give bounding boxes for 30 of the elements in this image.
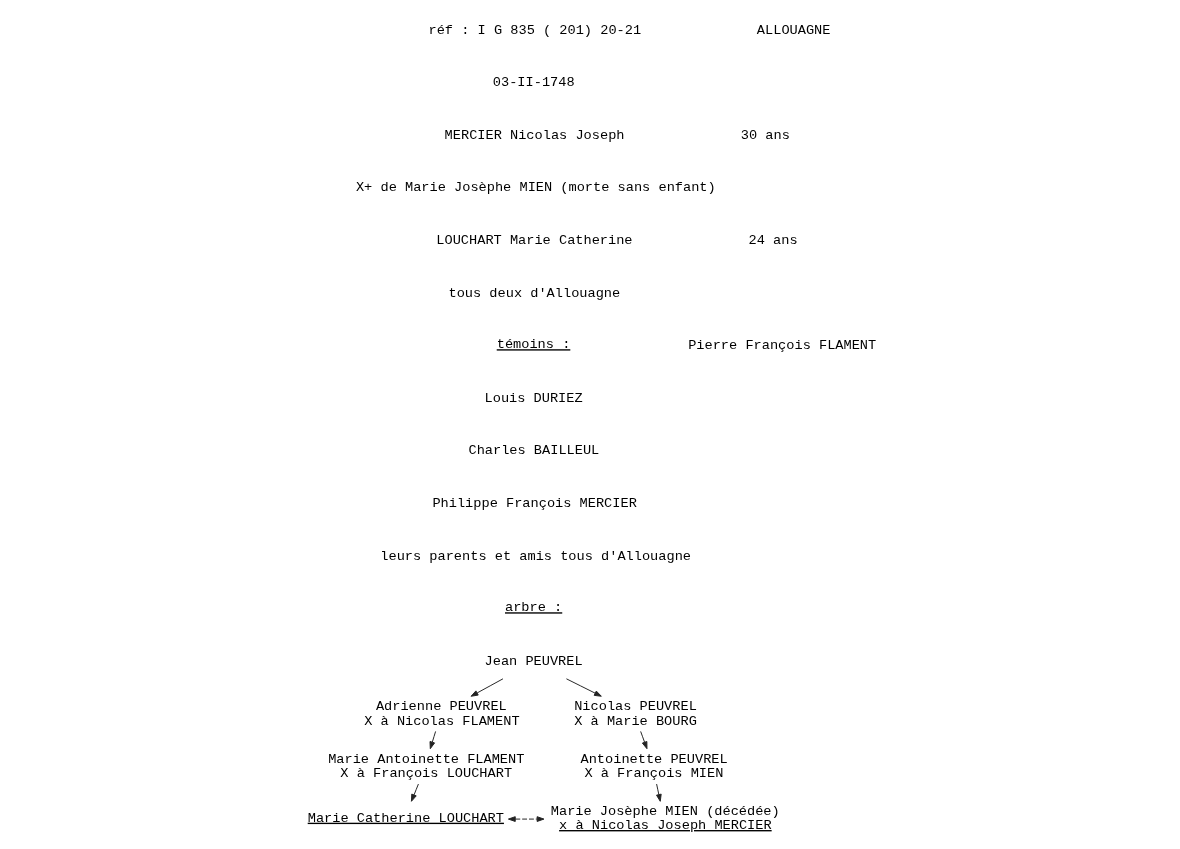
- label: Louis DURIEZ: [484, 390, 583, 406]
- label: leurs parents et amis tous d'Allouagne: [379, 548, 691, 564]
- label: témoins :: [496, 337, 570, 353]
- node-text: Adrienne PEUVREL X à Nicolas FLAMENT: [363, 699, 520, 729]
- arrow: [410, 783, 419, 802]
- arrow: [507, 816, 544, 822]
- label: Charles BAILLEUL: [467, 443, 599, 459]
- arrow: [565, 678, 602, 697]
- label: 03-II-1748: [492, 75, 575, 91]
- label: ALLOUAGNE: [756, 22, 830, 38]
- label: arbre :: [504, 600, 562, 616]
- label: 24 ans: [748, 232, 798, 248]
- arrow: [639, 730, 647, 750]
- node-text: Nicolas PEUVREL X à Marie BOURG: [573, 699, 697, 729]
- node-text: Marie Josèphe MIEN (décédée) x à Nicolas Joseph MERCIER: [550, 804, 780, 834]
- node-text: Marie Catherine LOUCHART: [307, 810, 504, 826]
- label: MERCIER Nicolas Joseph: [444, 127, 624, 143]
- arrow: [429, 730, 436, 750]
- arrow: [655, 783, 662, 802]
- label: X+ de Marie Josèphe MIEN (morte sans enfant): [355, 180, 716, 196]
- label: 30 ans: [740, 127, 790, 143]
- node-text: Antoinette PEUVREL X à François MIEN: [580, 751, 728, 782]
- label: Philippe François MERCIER: [431, 496, 637, 512]
- node-text: Marie Antoinette FLAMENT X à François LOUCHART: [327, 751, 524, 782]
- label: LOUCHART Marie Catherine: [435, 232, 633, 248]
- arrow: [470, 678, 503, 697]
- label: tous deux d'Allouagne: [448, 285, 620, 301]
- label: réf : I G 835 ( 201) 20-21: [428, 22, 641, 38]
- node-text: Jean PEUVREL: [484, 653, 583, 669]
- label: Pierre François FLAMENT: [687, 338, 876, 354]
